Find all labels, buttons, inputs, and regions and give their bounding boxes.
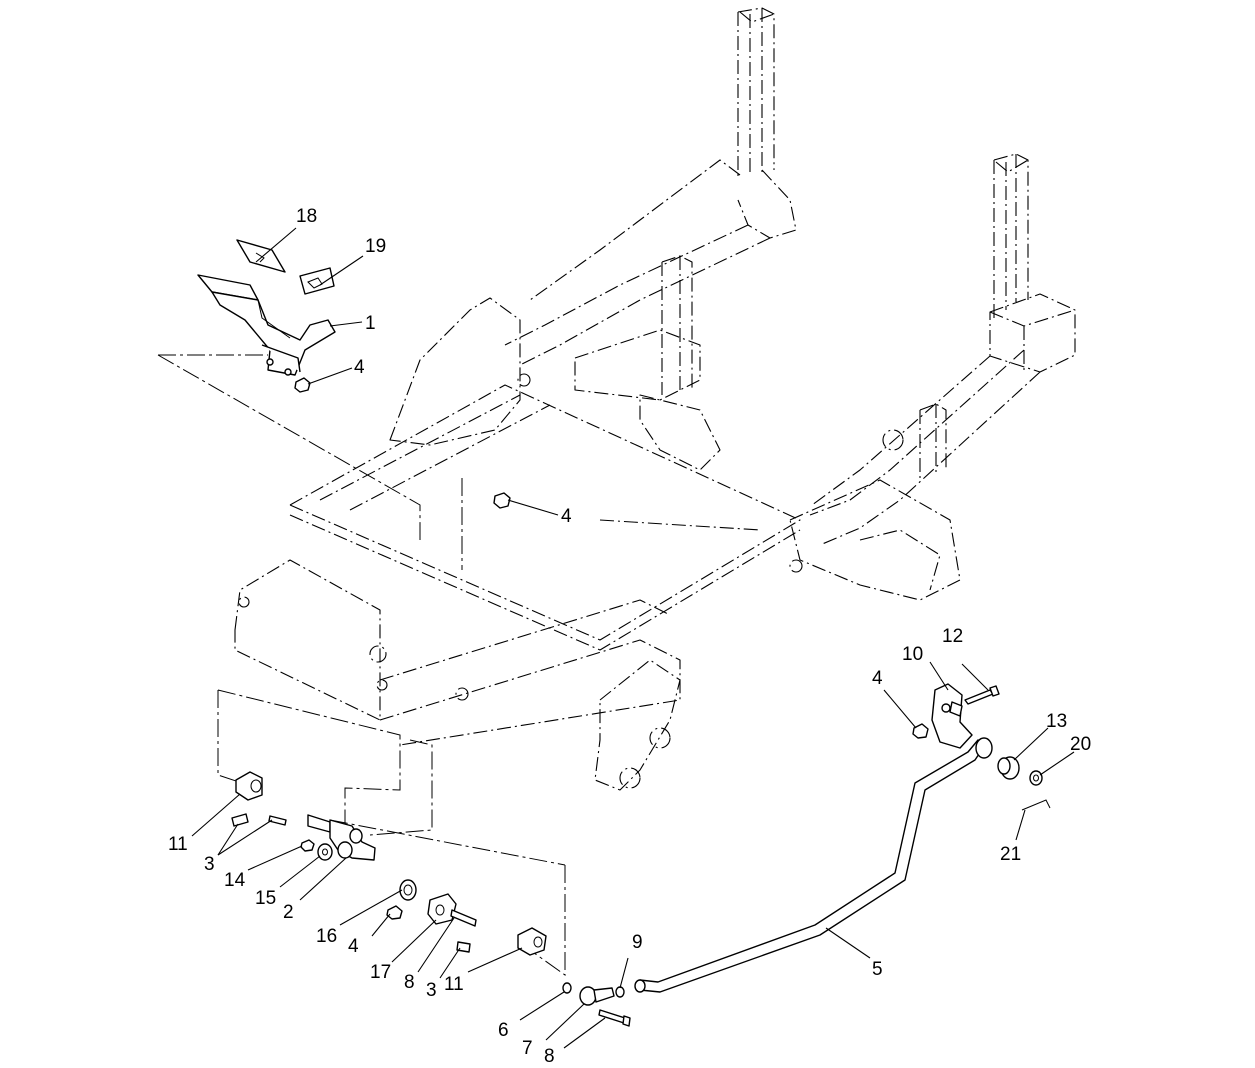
callout-4: 4 [348,936,359,957]
part-2-shaft[interactable] [307,814,376,861]
part-13-bushing[interactable] [997,756,1020,780]
callout-16: 16 [316,926,337,947]
mower-frame [234,7,1076,791]
part-14-nut[interactable] [300,839,315,852]
callout-21: 21 [1000,844,1021,865]
part-17-link[interactable] [427,893,457,925]
part-1-pedal-bracket[interactable] [197,274,336,376]
part-11-mount[interactable] [517,927,547,956]
callout-2: 2 [283,902,294,923]
callout-5: 5 [872,959,883,980]
callout-20: 20 [1070,734,1091,755]
part-7-rod-end[interactable] [579,986,615,1006]
callout-12: 12 [942,626,963,647]
callout-6: 6 [498,1020,509,1041]
part-11-mount[interactable] [235,771,263,801]
callout-17: 17 [370,962,391,983]
callout-3: 3 [204,854,215,875]
callout-18: 18 [296,206,317,227]
callout-8: 8 [404,972,415,993]
callout-7: 7 [522,1038,533,1059]
callout-4: 4 [561,506,572,527]
callout-9: 9 [632,932,643,953]
part-16-bushing[interactable] [399,879,417,901]
part-15-washer[interactable] [317,843,333,861]
callout-11: 11 [168,834,188,855]
part-3-bolt[interactable] [268,815,287,826]
part-9-washer[interactable] [615,986,625,998]
part-8-bolt[interactable] [450,909,477,927]
callout-10: 10 [902,644,923,665]
part-4-nut[interactable] [493,492,511,509]
callout-11: 11 [444,974,464,995]
callout-15: 15 [255,888,276,909]
leader-lines [191,227,1075,1049]
callout-19: 19 [365,236,386,257]
callout-13: 13 [1046,711,1067,732]
part-18-decal[interactable] [236,239,286,273]
part-4-nut[interactable] [294,377,311,393]
part-3-bolt[interactable] [456,941,471,953]
part-19-decal[interactable] [299,267,335,295]
callout-3: 3 [426,980,437,1001]
callout-14: 14 [224,870,246,891]
part-4-nut[interactable] [386,905,403,920]
part-21-pin[interactable] [1021,799,1051,811]
alignment-lines [157,354,566,976]
callout-4: 4 [354,357,365,378]
part-4-nut[interactable] [912,723,929,739]
part-6-washer[interactable] [562,982,572,994]
part-12-bolt[interactable] [964,685,1000,705]
part-10-bracket[interactable] [931,683,973,749]
part-20-washer[interactable] [1029,770,1043,786]
part-5-rod[interactable] [634,737,993,993]
callout-4: 4 [872,668,883,689]
callout-8: 8 [544,1046,555,1067]
part-8-bolt[interactable] [598,1009,631,1027]
callouts: 18 19 1 4 4 10 12 4 13 20 21 11 3 14 15 … [168,206,1091,1067]
callout-1: 1 [365,313,376,334]
part-3-bolt[interactable] [231,813,249,827]
